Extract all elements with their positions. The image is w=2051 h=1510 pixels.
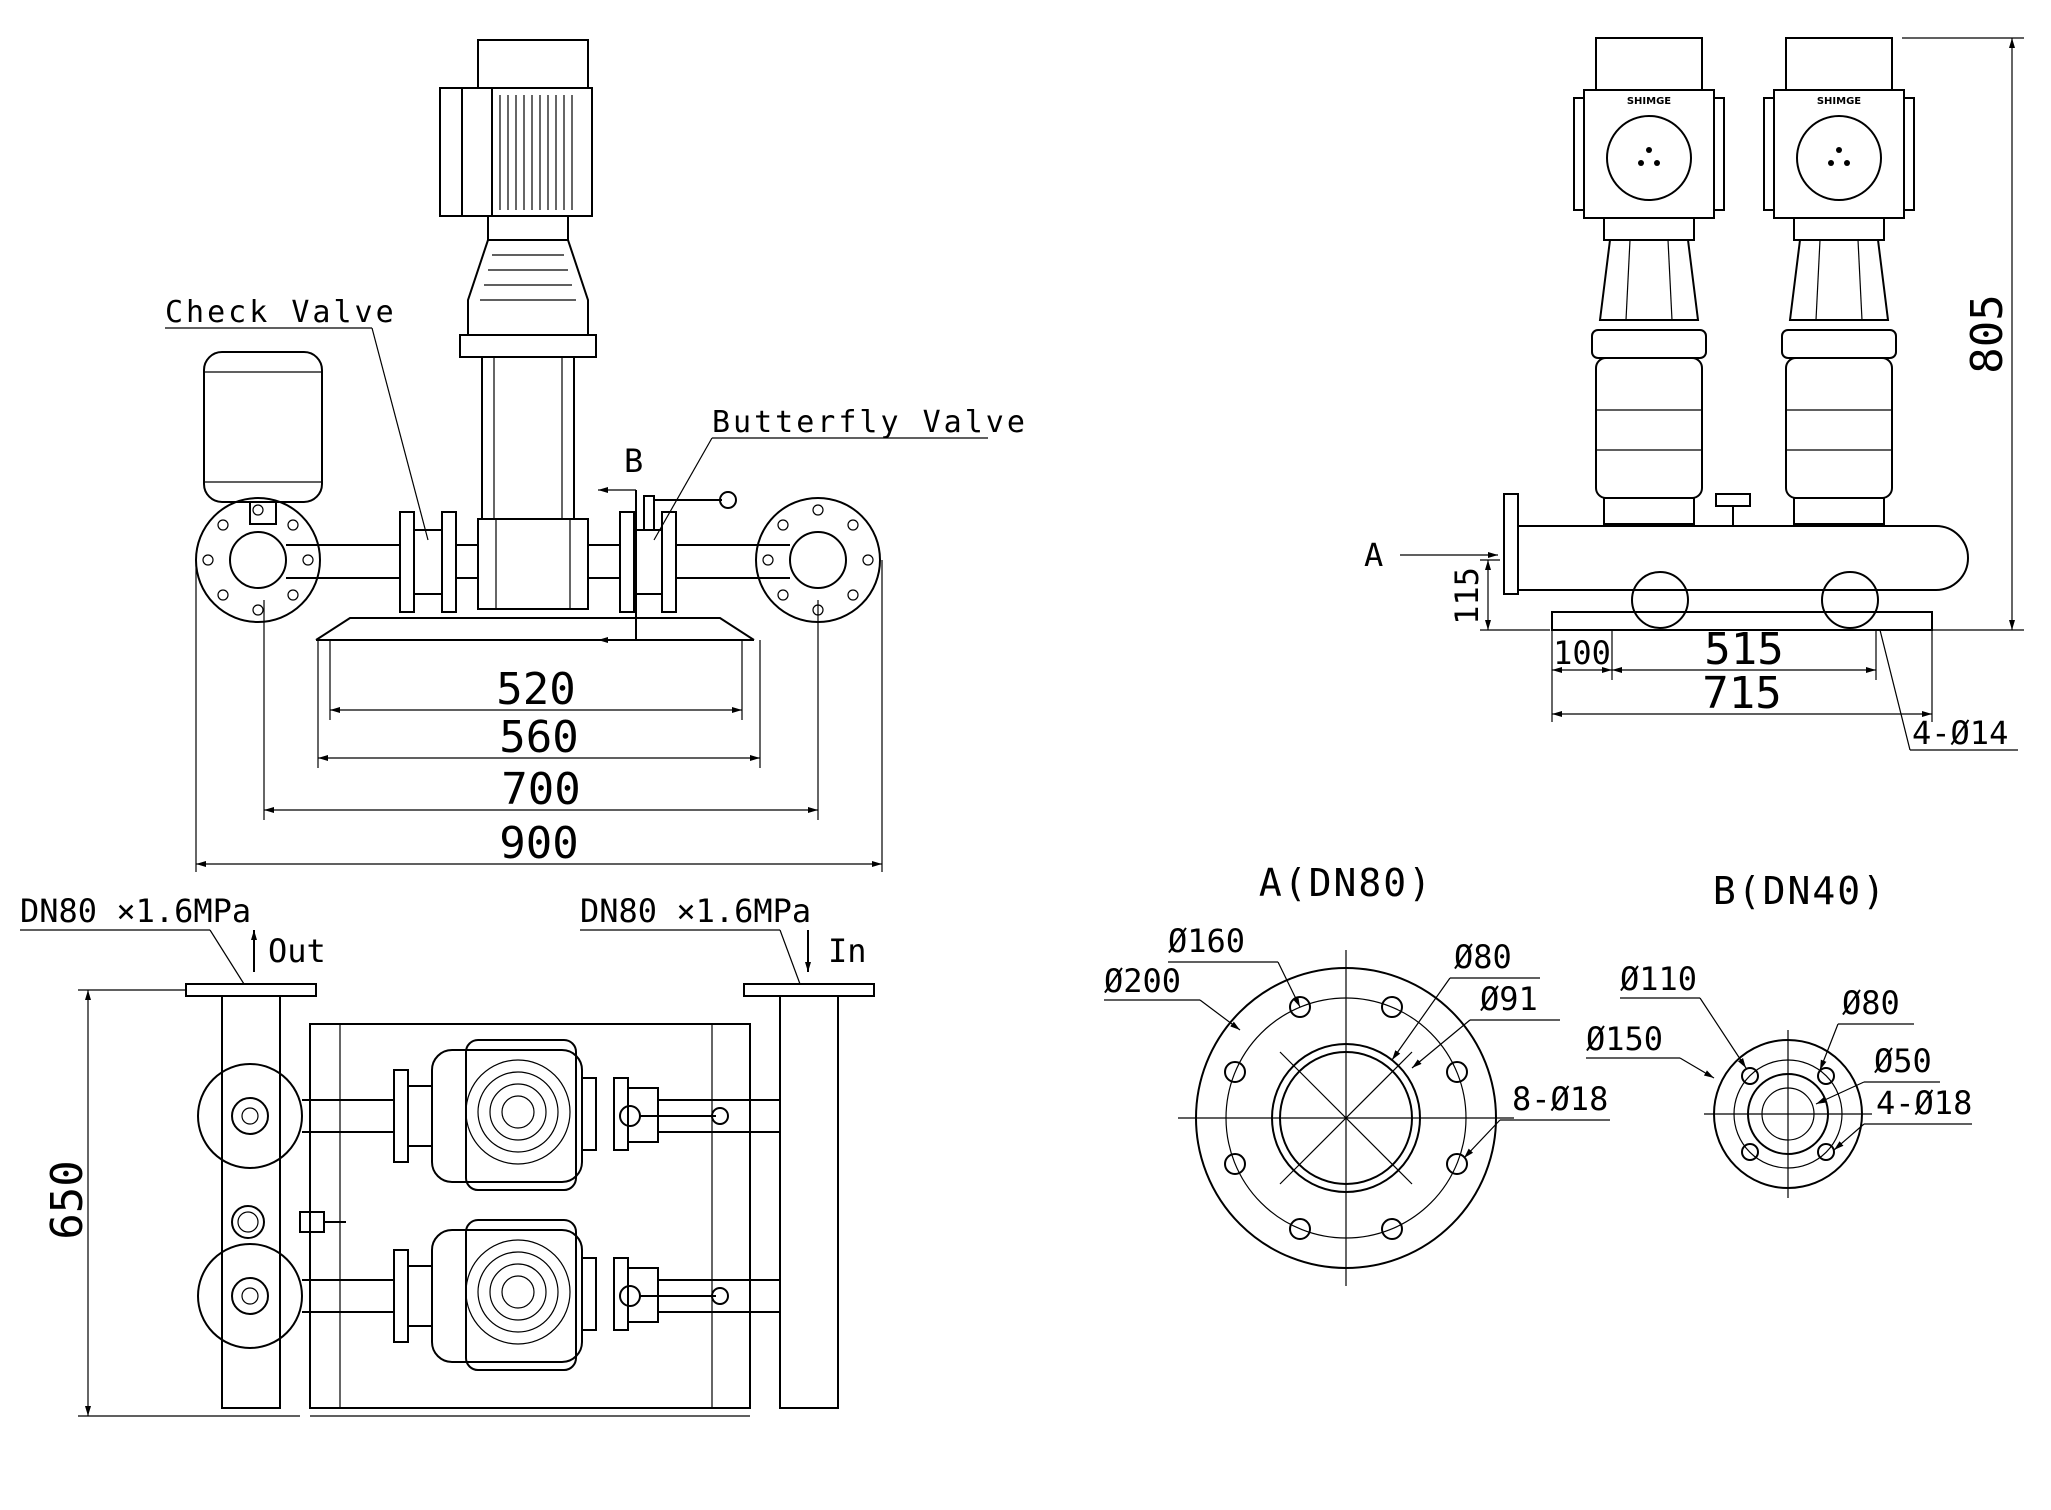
flange-a-holes: 8-Ø18 bbox=[1512, 1080, 1608, 1118]
dim-560: 560 bbox=[499, 712, 578, 763]
inlet-label: In bbox=[828, 932, 867, 970]
dim-650: 650 bbox=[42, 1160, 93, 1239]
flange-b-holes: 4-Ø18 bbox=[1876, 1084, 1972, 1122]
section-b-mark: B bbox=[624, 442, 643, 480]
dim-515: 515 bbox=[1704, 624, 1783, 675]
flange-a-d160: Ø160 bbox=[1168, 922, 1245, 960]
outlet-spec-label: DN80 ×1.6MPa bbox=[20, 892, 251, 930]
brand-label-right: SHIMGE bbox=[1817, 96, 1861, 107]
outlet-label: Out bbox=[268, 932, 326, 970]
flange-a-d91: Ø91 bbox=[1480, 980, 1538, 1018]
dim-100: 100 bbox=[1553, 634, 1611, 672]
flange-a-d200: Ø200 bbox=[1104, 962, 1181, 1000]
side-elevation-view: SHIMGE SHIMGE bbox=[1364, 37, 2024, 752]
flange-b-title: B(DN40) bbox=[1713, 869, 1887, 913]
section-a-mark: A bbox=[1364, 536, 1383, 574]
flange-a-d80: Ø80 bbox=[1454, 938, 1512, 976]
flange-b-d80: Ø80 bbox=[1842, 984, 1900, 1022]
butterfly-valve-label: Butterfly Valve bbox=[712, 405, 1028, 440]
flange-b-d50: Ø50 bbox=[1874, 1042, 1932, 1080]
flange-b-d110: Ø110 bbox=[1620, 960, 1697, 998]
flange-b-d150: Ø150 bbox=[1586, 1020, 1663, 1058]
plan-view: DN80 ×1.6MPa Out DN80 ×1.6MPa In 650 bbox=[20, 892, 875, 1417]
flange-a-title: A(DN80) bbox=[1259, 861, 1433, 905]
bolt-holes-label: 4-Ø14 bbox=[1912, 714, 2008, 752]
check-valve-label: Check Valve bbox=[165, 295, 397, 330]
dim-520: 520 bbox=[496, 664, 575, 715]
inlet-spec-label: DN80 ×1.6MPa bbox=[580, 892, 811, 930]
dim-700: 700 bbox=[501, 764, 580, 815]
flange-a-detail: A(DN80) bbox=[1104, 861, 1610, 1286]
front-elevation-view: Check Valve Butterfly Valve B 520 560 70… bbox=[165, 39, 1028, 872]
dim-115: 115 bbox=[1448, 567, 1486, 625]
dim-715: 715 bbox=[1702, 668, 1781, 719]
dim-900: 900 bbox=[499, 818, 578, 869]
brand-label-left: SHIMGE bbox=[1627, 96, 1671, 107]
flange-b-detail: B(DN40) Ø110 Ø150 bbox=[1586, 869, 1972, 1198]
dim-805: 805 bbox=[1962, 294, 2013, 373]
